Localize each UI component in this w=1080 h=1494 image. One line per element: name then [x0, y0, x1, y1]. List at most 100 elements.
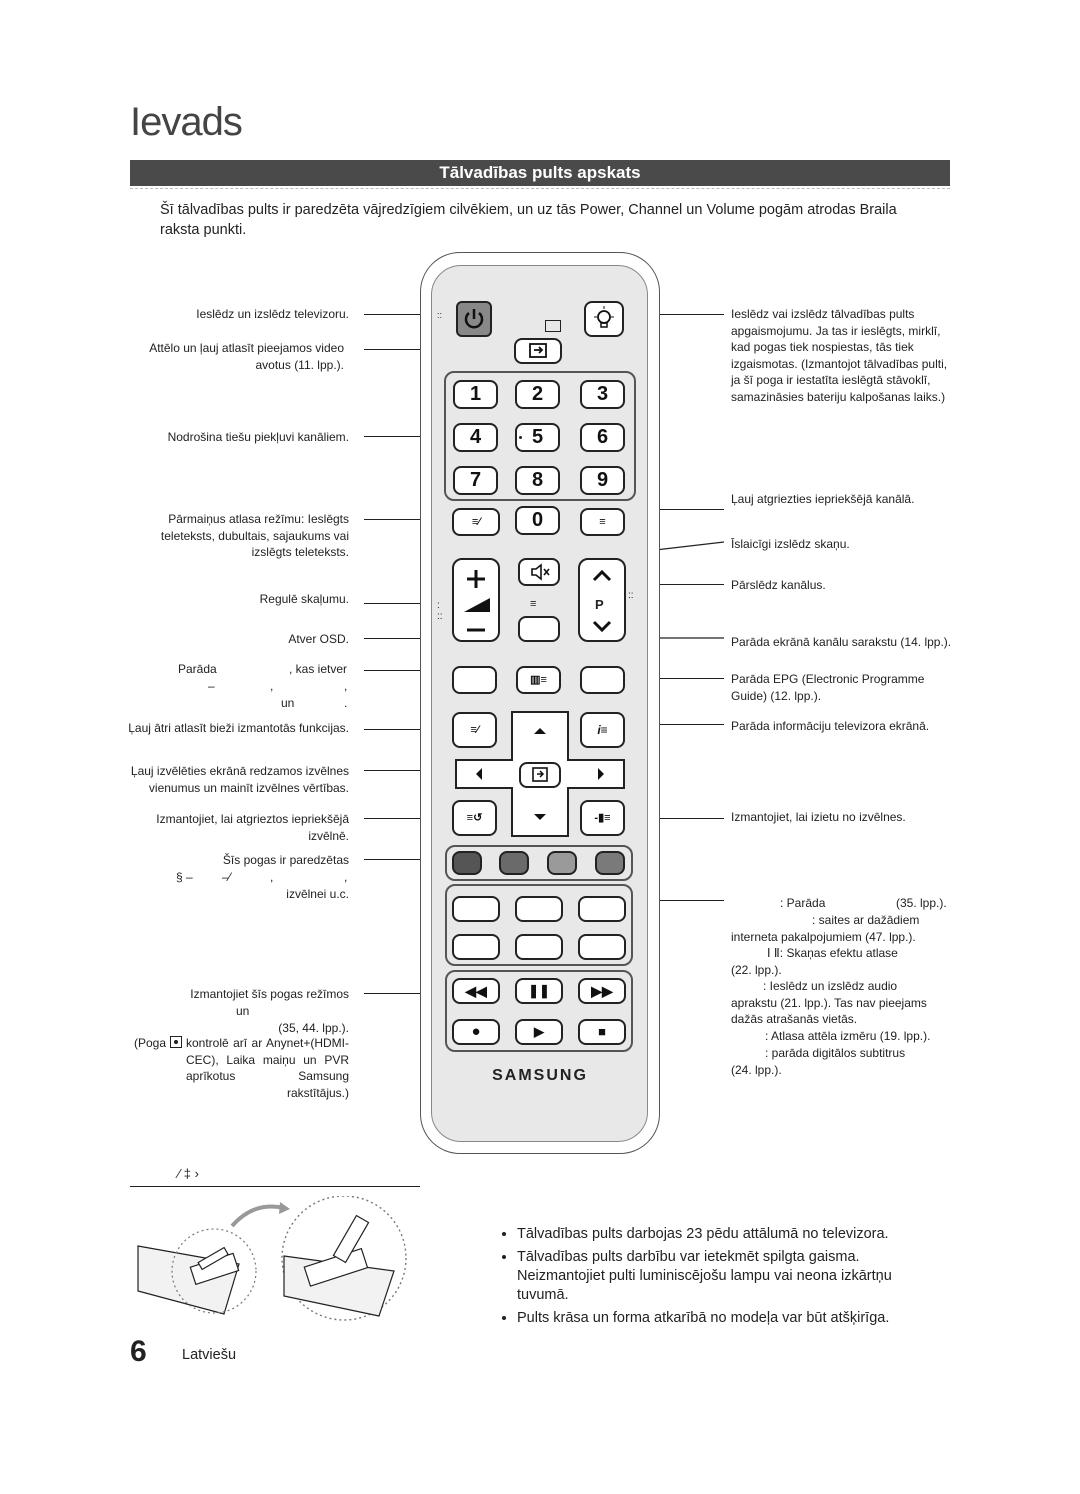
power-button[interactable]: [456, 301, 492, 337]
green-button[interactable]: [499, 851, 529, 875]
rewind-button[interactable]: ◀◀: [452, 978, 500, 1004]
chlist-button[interactable]: [518, 616, 560, 642]
nav-left-button[interactable]: [470, 764, 490, 782]
ttx-mix-button[interactable]: ≡⁄: [452, 508, 500, 536]
digit-button-0[interactable]: 0: [515, 506, 560, 535]
label-nav: Ļauj izvēlēties ekrānā redzamos izvēlnes…: [130, 764, 349, 795]
label-osd: Atver OSD.: [288, 632, 349, 646]
leader-info: [624, 724, 724, 725]
source-tag-icon: [545, 320, 561, 332]
label-color-d: ,: [270, 870, 274, 884]
leader-color: [364, 859, 446, 860]
blue-button[interactable]: [595, 851, 625, 875]
fast-forward-button[interactable]: ▶▶: [578, 978, 626, 1004]
digit-button-4[interactable]: 4: [453, 423, 498, 452]
fn-button-3[interactable]: [578, 896, 626, 922]
label-prech: Ļauj atgriezties iepriekšējā kanālā.: [731, 492, 915, 506]
leader-channel: [635, 584, 724, 585]
samsung-logo: SAMSUNG: [492, 1067, 588, 1084]
source-button[interactable]: [514, 338, 562, 364]
media-button[interactable]: [452, 666, 497, 694]
label-chlist: Parāda ekrānā kanālu sarakstu (14. lpp.)…: [731, 635, 952, 649]
light-button[interactable]: [584, 301, 624, 337]
label-color-a: Šīs pogas ir paredzētas: [222, 853, 349, 867]
digit-button-6[interactable]: 6: [580, 423, 625, 452]
leader-return: [364, 818, 452, 819]
digit-button-5[interactable]: 5: [515, 423, 560, 452]
menu-button[interactable]: ▥≡: [516, 666, 561, 694]
power-icon: [464, 309, 484, 329]
leader-nav: [364, 770, 452, 771]
exit-button[interactable]: -▮≡: [580, 800, 625, 836]
digit-button-7[interactable]: 7: [453, 466, 498, 495]
notes-list: Tālvadības pults darbojas 23 pēdu attālu…: [505, 1225, 937, 1332]
fn-button-6[interactable]: [578, 934, 626, 960]
label-source: Attēlo un ļauj atlasīt pieejamos video a…: [149, 341, 344, 372]
play-button[interactable]: ▶: [515, 1019, 563, 1045]
function-buttons-group: [445, 884, 633, 966]
label-color-b: § –: [176, 870, 193, 884]
fn-button-1[interactable]: [452, 896, 500, 922]
label-power: Ieslēdz un izslēdz televizoru.: [196, 307, 349, 321]
lightbulb-icon: [594, 306, 614, 328]
fn-button-2[interactable]: [515, 896, 563, 922]
digit-button-1[interactable]: 1: [453, 380, 498, 409]
prech-button[interactable]: ≡: [580, 508, 625, 536]
label-playback-a: Izmantojiet šīs pogas režīmos: [190, 987, 349, 1001]
label-media-f: un: [281, 696, 295, 710]
red-button[interactable]: [452, 851, 482, 875]
pause-button[interactable]: ❚❚: [515, 978, 563, 1004]
source-icon: [529, 343, 547, 358]
leader-exit: [624, 818, 724, 819]
playback-group: [445, 970, 633, 1052]
label-playback-d: (Poga: [134, 1036, 167, 1050]
intro-text: Šī tālvadības pults ir paredzēta vājredz…: [160, 202, 897, 238]
channel-p-label: P: [595, 597, 604, 612]
nav-down-button[interactable]: [536, 808, 556, 826]
label-exit: Izmantojiet, lai izietu no izvēlnes.: [731, 810, 906, 824]
label-volume: Regulē skaļumu.: [259, 592, 349, 606]
guide-button[interactable]: [580, 666, 625, 694]
leader-ttx: [364, 519, 452, 520]
info-button[interactable]: i≡: [580, 712, 625, 748]
label-fn-6: : parāda digitālos subtitrus (24. lpp.).: [731, 1046, 906, 1077]
nav-up-button[interactable]: [536, 722, 556, 740]
fn-button-5[interactable]: [515, 934, 563, 960]
leader-volume: [364, 603, 452, 604]
label-guide: Parāda EPG (Electronic Programme Guide) …: [731, 672, 925, 703]
digit-button-8[interactable]: 8: [515, 466, 560, 495]
number-keypad-group: [444, 371, 636, 501]
fn-button-4[interactable]: [452, 934, 500, 960]
digit-button-9[interactable]: 9: [580, 466, 625, 495]
label-media-b: , kas ietver: [289, 662, 348, 676]
leader-guide: [624, 678, 724, 679]
volume-rocker[interactable]: [452, 558, 500, 642]
mute-button[interactable]: [518, 558, 560, 586]
nav-right-button[interactable]: [590, 764, 610, 782]
label-ttx: Pārmaiņus atlasa režīmu: Ieslēgts telete…: [160, 512, 349, 559]
tools-button[interactable]: ≡⁄: [452, 712, 497, 748]
label-playback-b: un: [236, 1004, 250, 1018]
label-numbers: Nodrošina tiešu piekļuvi kanāliem.: [167, 430, 349, 444]
page-number: 6: [130, 1335, 147, 1368]
braille-dot-icon: [519, 436, 522, 439]
label-tools: Ļauj ātri atlasīt bieži izmantotās funkc…: [128, 721, 349, 735]
enter-icon: [532, 767, 548, 782]
stop-button[interactable]: ■: [578, 1019, 626, 1045]
note-item: Pults krāsa un forma atkarībā no modeļa …: [517, 1309, 937, 1328]
label-media-d: ,: [270, 679, 274, 693]
channel-rocker[interactable]: [578, 558, 626, 642]
page-language: Latviešu: [182, 1347, 237, 1363]
yellow-button[interactable]: [547, 851, 577, 875]
label-fn-1a: : Parāda: [780, 896, 826, 910]
label-color-e: ,: [344, 870, 348, 884]
label-fn-4: : Ieslēdz un izslēdz audio aprakstu (21.…: [731, 979, 927, 1026]
label-playback-c: (35, 44. lpp.).: [278, 1021, 349, 1035]
enter-button[interactable]: [519, 762, 561, 788]
digit-button-2[interactable]: 2: [515, 380, 560, 409]
return-button[interactable]: ≡↺: [452, 800, 497, 836]
section-divider: [130, 188, 950, 189]
tv-indicator-icon: ::: [437, 310, 443, 320]
record-button[interactable]: ●: [452, 1019, 500, 1045]
digit-button-3[interactable]: 3: [580, 380, 625, 409]
